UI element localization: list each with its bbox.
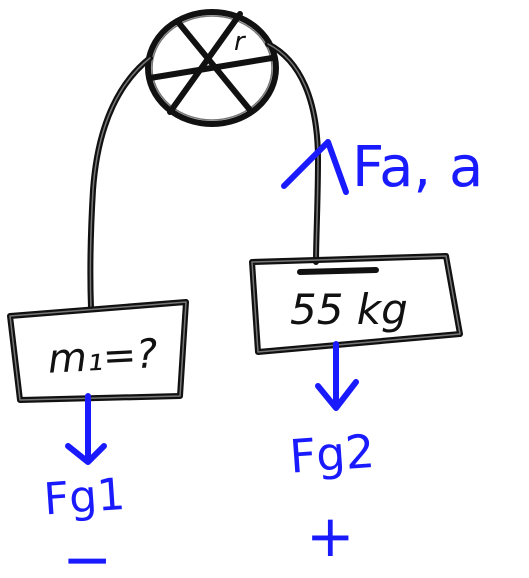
right-rope-inner	[267, 43, 319, 263]
right-gravity-label: Fg2	[288, 424, 376, 484]
pulley-spoke	[167, 11, 243, 115]
pulley-spoke	[147, 55, 275, 81]
left-rope	[87, 55, 153, 311]
pulley-radius-label: r	[234, 27, 247, 57]
applied-force-arrow: Fa, a	[281, 135, 483, 200]
right-sign: +	[306, 502, 355, 570]
left-mass-block: m₁=?	[7, 299, 189, 403]
right-gravity-arrow: Fg2 +	[288, 341, 376, 570]
applied-force-label: Fa, a	[352, 135, 483, 200]
right-mass-label: 55 kg	[290, 285, 408, 334]
pulley-wheel: r	[145, 9, 279, 127]
left-gravity-arrow: Fg1 −	[42, 393, 127, 578]
left-mass-label: m₁=?	[47, 331, 159, 383]
left-gravity-label: Fg1	[42, 469, 127, 526]
right-mass-block: 55 kg	[249, 253, 463, 355]
left-sign: −	[62, 525, 112, 578]
left-rope-inner	[89, 57, 151, 309]
mass-overline	[297, 267, 379, 275]
